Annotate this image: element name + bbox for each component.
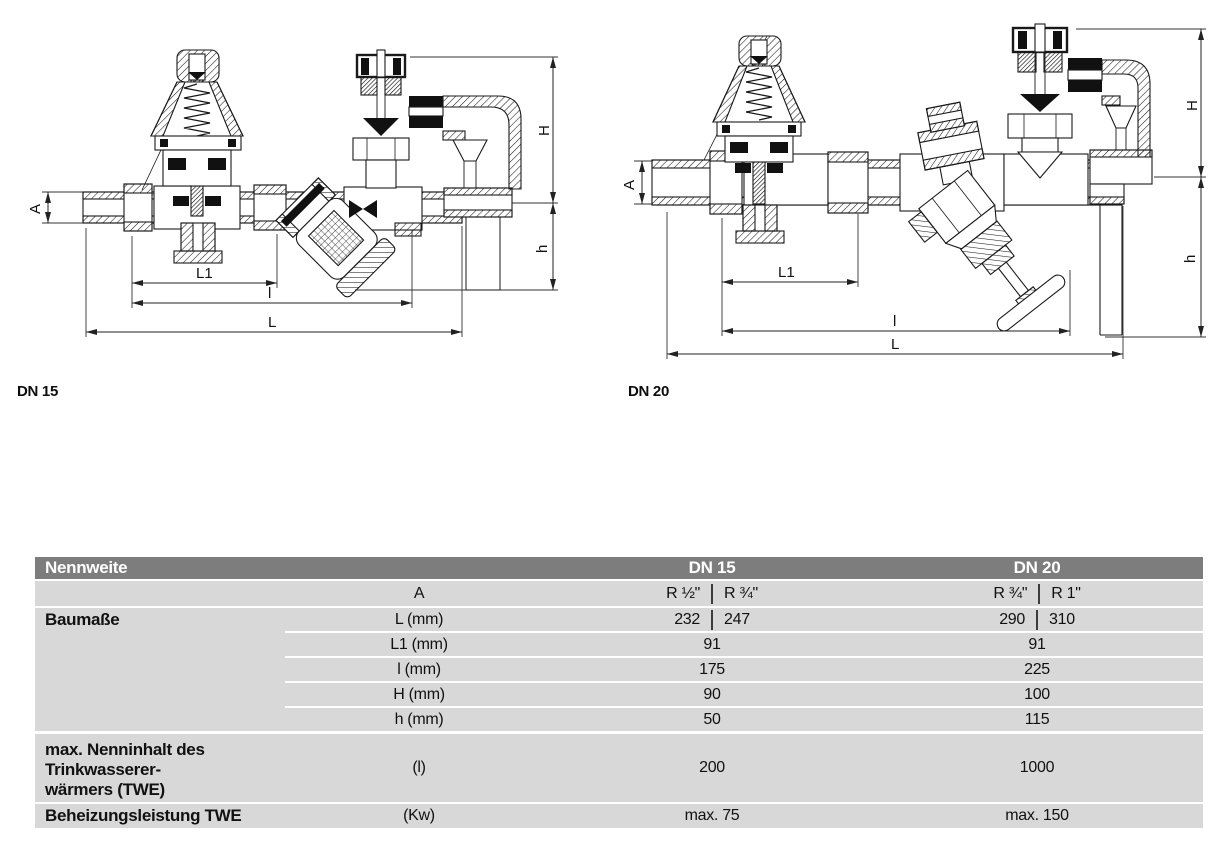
spec-table: Nennweite DN 15 DN 20 A R ½" R ¾" R ¾" R… [35, 557, 1203, 828]
row-twe-dn15: 200 [699, 759, 725, 776]
table-row-l: l (mm) 175 225 [285, 656, 1203, 681]
row-l-dn15: 175 [699, 660, 725, 678]
value: R 1" [1051, 584, 1081, 602]
value-divider [1038, 583, 1041, 604]
row-H-dn20: 100 [1024, 685, 1050, 703]
dn15-dim-labels: A L1 l L H h [27, 125, 553, 331]
table-row-L1: L1 (mm) 91 91 [285, 631, 1203, 656]
dn15-drawing: A L1 l L H h [27, 49, 558, 337]
dn15-discharge-elbow [442, 95, 522, 291]
dn20-pressure-reducer [703, 35, 806, 244]
value: 232 [674, 610, 700, 628]
dn15-safety-valve [352, 49, 444, 189]
dn15-dim-H: H [536, 125, 553, 136]
dn20-safety-valve [1007, 23, 1103, 179]
table-header-row: Nennweite DN 15 DN 20 [35, 557, 1203, 579]
dn20-dim-H: H [1184, 100, 1201, 111]
row-L-dn20-values: 290 310 [999, 609, 1075, 630]
technical-drawings: A L1 l L H h [27, 23, 1206, 359]
row-power-dn15: max. 75 [684, 807, 740, 824]
header-dn20: DN 20 [1013, 558, 1061, 577]
row-power-dn20: max. 150 [1005, 807, 1069, 824]
table-row-H: H (mm) 90 100 [285, 681, 1203, 706]
row-power-label: Beheizungsleistung TWE [45, 806, 242, 825]
value-divider [711, 583, 713, 604]
row-a-sublabel: A [413, 584, 425, 602]
value-divider [1036, 609, 1038, 630]
dn15-test-plug [349, 200, 377, 218]
row-h-dn20: 115 [1024, 710, 1050, 728]
dn15-pressure-reducer [141, 49, 244, 264]
row-twe-label-line1: max. Nenninhalt des [45, 740, 205, 759]
row-twe-dn20: 1000 [1019, 759, 1055, 776]
value: R ½" [666, 584, 700, 602]
table-row-h: h (mm) 50 115 [285, 706, 1203, 731]
table-row-power: Beheizungsleistung TWE (Kw) max. 75 max.… [35, 804, 1203, 828]
value: R ¾" [724, 584, 758, 602]
caption-dn20: DN 20 [628, 383, 670, 400]
table-row-a: A R ½" R ¾" R ¾" R 1" [35, 581, 1203, 606]
row-L1-sublabel: L1 (mm) [390, 635, 448, 653]
dn15-dim-L: L [268, 314, 276, 331]
dn20-drawing: A L1 l L H h [621, 23, 1206, 359]
row-L-dn15-values: 232 247 [674, 609, 750, 630]
dn20-extension-lines [634, 28, 1206, 359]
dn20-discharge-elbow [1101, 59, 1151, 158]
table-row-twe: max. Nenninhalt des Trinkwasserer- wärme… [35, 734, 1203, 802]
row-L1-dn15: 91 [703, 635, 721, 653]
value-divider [711, 609, 713, 630]
dn15-dim-L1: L1 [196, 265, 213, 282]
dn20-dim-labels: A L1 l L H h [621, 100, 1201, 353]
row-twe-label-line3: wärmers (TWE) [45, 780, 165, 799]
row-l-dn20: 225 [1024, 660, 1050, 678]
row-L1-dn20: 91 [1028, 635, 1046, 653]
value: 247 [724, 610, 750, 628]
header-nennweite: Nennweite [45, 558, 128, 577]
row-power-sublabel: (Kw) [403, 807, 435, 824]
row-baumasse-label: Baumaße [35, 608, 285, 731]
dn20-dim-A: A [621, 180, 638, 190]
caption-dn15: DN 15 [17, 383, 59, 400]
dn20-handwheel [996, 274, 1066, 332]
dn20-dim-L: L [891, 336, 899, 353]
row-l-sublabel: l (mm) [397, 660, 441, 678]
value: R ¾" [993, 584, 1028, 602]
dn15-pipe [82, 183, 513, 237]
row-twe-label: max. Nenninhalt des Trinkwasserer- wärme… [35, 737, 285, 799]
row-h-sublabel: h (mm) [394, 710, 444, 728]
header-dn15: DN 15 [688, 558, 736, 577]
dn15-strainer [275, 177, 396, 298]
dn20-diagonal-valve [907, 101, 1066, 332]
dn20-dim-l: l [893, 313, 896, 330]
dn20-dim-L1: L1 [778, 264, 795, 281]
dn20-dimension-lines [639, 29, 1204, 357]
dn20-dim-h: h [1182, 255, 1199, 263]
table-row-L: L (mm) 232 247 290 310 [285, 608, 1203, 631]
row-h-dn15: 50 [703, 710, 721, 728]
row-a-dn20-values: R ¾" R 1" [993, 583, 1081, 604]
row-twe-sublabel: (l) [412, 759, 426, 776]
dn20-pipe [651, 149, 1153, 336]
row-twe-label-line2: Trinkwasserer- [45, 760, 161, 779]
dn15-dim-h: h [534, 245, 551, 253]
dn15-dim-A: A [27, 204, 44, 214]
row-H-sublabel: H (mm) [393, 685, 445, 703]
value: 290 [999, 610, 1025, 628]
dn15-dimension-lines [45, 57, 556, 335]
dn15-dim-l: l [268, 285, 271, 302]
row-a-dn15-values: R ½" R ¾" [666, 583, 758, 604]
value: 310 [1049, 610, 1075, 628]
row-H-dn15: 90 [703, 685, 721, 703]
dn15-extension-lines [42, 56, 558, 337]
row-L-sublabel: L (mm) [394, 610, 444, 628]
baumasse-block: Baumaße L (mm) 232 247 290 [35, 608, 1203, 731]
